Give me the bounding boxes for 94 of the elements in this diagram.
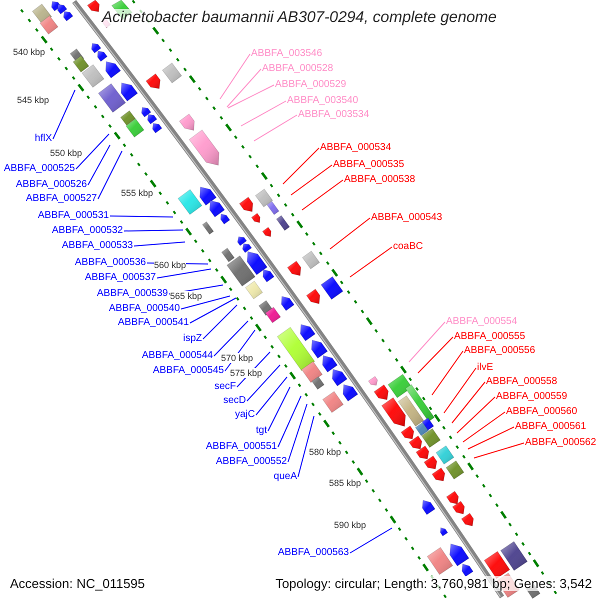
gene-label: ABBFA_000531 bbox=[38, 210, 109, 222]
position-label: 555 kbp bbox=[121, 188, 154, 198]
gene-label: ABBFA_000538 bbox=[344, 174, 416, 186]
gene-label: ABBFA_000544 bbox=[142, 350, 213, 362]
leader-line bbox=[214, 320, 248, 356]
leader-line bbox=[220, 54, 250, 100]
leader-line bbox=[408, 322, 446, 362]
gene-label: ABBFA_000552 bbox=[216, 456, 287, 468]
gene-label: hflX bbox=[34, 133, 52, 145]
gene-label: secD bbox=[223, 395, 246, 407]
leader-line bbox=[288, 404, 308, 462]
leader-line bbox=[282, 148, 320, 184]
gene-label: ilvE bbox=[477, 362, 494, 374]
gene-label: ABBFA_000563 bbox=[278, 547, 349, 559]
gene-label: ABBFA_000540 bbox=[108, 303, 180, 315]
leader-line bbox=[240, 100, 286, 126]
gene-label: queA bbox=[274, 471, 297, 483]
leader-line bbox=[456, 396, 496, 434]
leader-line bbox=[302, 180, 344, 210]
gene-label: ABBFA_000541 bbox=[118, 317, 189, 329]
leader-line bbox=[462, 412, 506, 442]
leader-line bbox=[350, 528, 392, 554]
gene-label: ABBFA_000556 bbox=[464, 345, 536, 357]
gene-label: ABBFA_000532 bbox=[52, 225, 123, 237]
position-label: 550 kbp bbox=[50, 148, 82, 158]
leader-line bbox=[418, 336, 454, 374]
leader-line bbox=[228, 84, 274, 108]
gene-label: ispZ bbox=[183, 333, 202, 345]
gene-label: ABBFA_000561 bbox=[515, 421, 586, 433]
gene-label: ABBFA_000554 bbox=[446, 316, 518, 328]
leader-line bbox=[76, 134, 110, 170]
position-label: 590 kbp bbox=[334, 520, 366, 530]
position-label: 570 kbp bbox=[221, 353, 254, 363]
leader-line bbox=[254, 114, 298, 142]
gene-label: ABBFA_000526 bbox=[16, 179, 87, 191]
gene-label: ABBFA_000558 bbox=[486, 376, 558, 388]
leader-line bbox=[88, 144, 110, 186]
gene-label: ABBFA_000527 bbox=[26, 193, 97, 205]
leader-line bbox=[202, 304, 238, 340]
leader-line bbox=[268, 386, 290, 432]
gene-label: tgt bbox=[256, 425, 267, 437]
gene-label: yajC bbox=[234, 409, 255, 421]
leader-line bbox=[298, 416, 314, 478]
leader-line bbox=[124, 230, 184, 232]
leader-line bbox=[256, 376, 288, 416]
gene-label: ABBFA_000525 bbox=[4, 163, 75, 175]
leader-line bbox=[226, 68, 262, 108]
gene-label: ABBFA_003540 bbox=[287, 95, 358, 107]
position-label: 585 kbp bbox=[329, 478, 362, 488]
gene-label: ABBFA_000562 bbox=[525, 437, 596, 449]
gene-label: ABBFA_000533 bbox=[62, 240, 133, 252]
leader-line bbox=[246, 364, 280, 402]
position-label: 565 kbp bbox=[170, 291, 202, 301]
genome-stats-label: Topology: circular; Length: 3,760,981 bp; Genes: 3,542 bbox=[275, 576, 592, 591]
gene-label: coaBC bbox=[393, 241, 424, 253]
gene-label: ABBFA_000528 bbox=[262, 63, 334, 75]
leader-line bbox=[290, 164, 332, 196]
leader-line bbox=[452, 382, 486, 424]
position-label: 540 kbp bbox=[13, 47, 46, 57]
gene-label: ABBFA_000559 bbox=[496, 391, 568, 403]
gene-label: ABBFA_000555 bbox=[454, 331, 526, 343]
leader-line bbox=[180, 296, 230, 310]
leader-line bbox=[190, 298, 236, 324]
position-label: 545 kbp bbox=[17, 95, 50, 105]
accession-label: Accession: NC_011595 bbox=[10, 576, 145, 591]
leader-line bbox=[110, 216, 174, 218]
gene-label: ABBFA_000545 bbox=[152, 365, 224, 377]
gene-label: ABBFA_003546 bbox=[251, 48, 322, 60]
gene-label: ABBFA_000529 bbox=[275, 79, 346, 91]
leader-line bbox=[330, 218, 370, 250]
gene-label: ABBFA_000536 bbox=[74, 257, 146, 269]
leader-line bbox=[474, 442, 524, 458]
leader-line bbox=[98, 150, 122, 200]
gene-label: ABBFA_000537 bbox=[84, 272, 156, 284]
leader-line bbox=[468, 426, 514, 450]
position-label: 560 kbp bbox=[154, 260, 186, 270]
gene-label: secF bbox=[214, 381, 236, 393]
gene-label: ABBFA_000551 bbox=[206, 441, 277, 453]
gene-label: ABBFA_003534 bbox=[298, 109, 370, 121]
gene-label: ABBFA_000535 bbox=[333, 159, 404, 171]
map-title: Acinetobacter baumannii AB307-0294, complete genome bbox=[102, 9, 497, 27]
gene-label: ABBFA_000539 bbox=[96, 288, 168, 300]
position-label: 580 kbp bbox=[309, 447, 342, 457]
leader-line bbox=[350, 246, 392, 278]
leader-line bbox=[52, 90, 76, 140]
leader-line bbox=[432, 350, 464, 396]
leader-line bbox=[444, 368, 476, 414]
gene-label: ABBFA_000534 bbox=[320, 142, 392, 154]
leader-line bbox=[134, 242, 186, 246]
leader-line bbox=[278, 396, 302, 448]
leader-line bbox=[156, 268, 212, 278]
gene-label: ABBFA_000560 bbox=[506, 406, 578, 418]
gene-label: ABBFA_000543 bbox=[371, 212, 442, 224]
position-label: 575 kbp bbox=[230, 368, 262, 378]
